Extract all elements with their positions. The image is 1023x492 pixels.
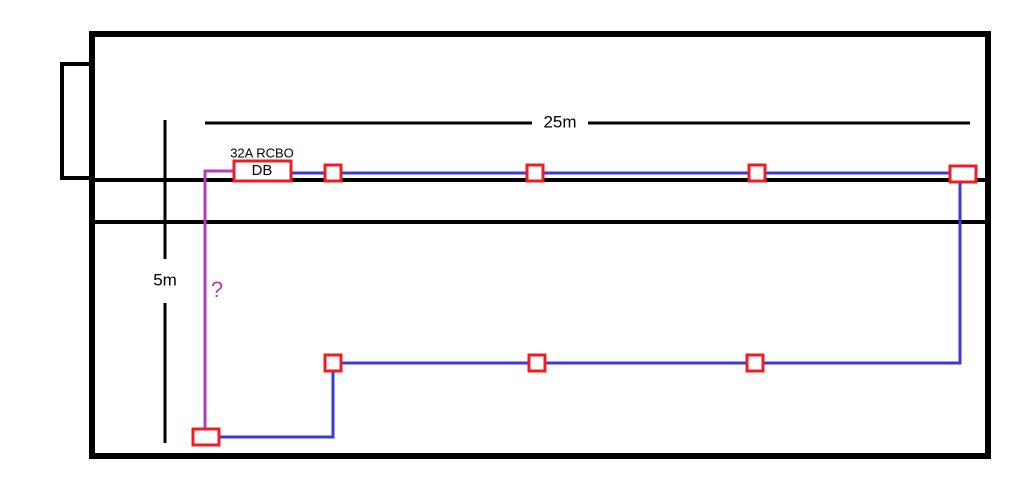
distribution-board-label: DB — [252, 162, 273, 179]
annotations-group: ? — [211, 277, 223, 302]
socket-upper-4-double[interactable] — [948, 164, 978, 184]
socket-lower-1[interactable] — [323, 353, 343, 373]
socket-upper-2[interactable] — [525, 163, 545, 183]
socket-outlets-group[interactable] — [191, 163, 978, 447]
upper-ring-blue — [218, 171, 962, 439]
dimension-lines-group: 25m 5m — [153, 112, 970, 443]
outer-perimeter-wall — [89, 31, 991, 459]
distribution-board-group[interactable]: DB 32A RCBO — [230, 145, 294, 183]
socket-upper-3[interactable] — [747, 163, 767, 183]
socket-bottom-left-double[interactable] — [191, 427, 221, 447]
vertical-depth-label: 5m — [153, 270, 177, 289]
walls-group — [60, 31, 991, 459]
socket-upper-1[interactable] — [323, 163, 343, 183]
socket-lower-2[interactable] — [527, 353, 547, 373]
supply-feed-magenta — [203, 169, 234, 437]
distribution-board-box[interactable] — [232, 159, 293, 183]
socket-lower-3[interactable] — [745, 353, 765, 373]
circuit-wiring-group — [203, 169, 962, 439]
unknown-length-marker: ? — [211, 277, 223, 302]
horizontal-run-length-label: 25m — [543, 112, 576, 131]
annex-extension-wall — [60, 62, 92, 180]
distribution-board-rating-label: 32A RCBO — [230, 145, 294, 160]
